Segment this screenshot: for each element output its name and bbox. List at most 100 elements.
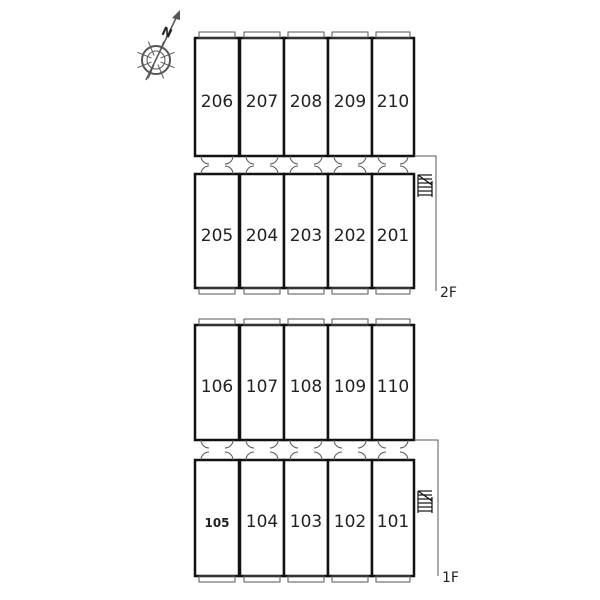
unit-number: 105 xyxy=(204,516,229,530)
balcony xyxy=(198,575,236,583)
stair-enclosure xyxy=(414,439,439,576)
door-swing xyxy=(224,439,234,449)
unit-number: 208 xyxy=(290,92,322,112)
balcony xyxy=(198,318,236,326)
balcony xyxy=(375,287,411,295)
door-swing xyxy=(357,165,367,175)
balcony xyxy=(331,575,369,583)
door-swing xyxy=(245,155,255,165)
door-swing xyxy=(289,451,299,461)
door-swing xyxy=(313,439,323,449)
door-swing xyxy=(245,451,255,461)
unit-201: 201 xyxy=(370,165,416,295)
unit-105: 105 xyxy=(193,451,241,583)
compass-axis xyxy=(145,13,179,81)
balcony xyxy=(198,287,236,295)
unit-outline xyxy=(370,36,416,158)
unit-outline xyxy=(370,172,416,290)
unit-outline xyxy=(282,323,330,442)
unit-outline xyxy=(326,36,374,158)
unit-203: 203 xyxy=(282,165,330,295)
unit-number: 108 xyxy=(290,377,322,397)
unit-107: 107 xyxy=(238,318,286,449)
compass-spoke xyxy=(160,51,175,59)
unit-206: 206 xyxy=(193,31,241,165)
door-swing xyxy=(200,155,210,165)
unit-number: 104 xyxy=(246,512,278,532)
balcony xyxy=(375,318,411,326)
door-swing xyxy=(333,451,343,461)
balcony xyxy=(287,31,325,39)
floor-label-1f: 1F xyxy=(442,570,459,586)
balcony xyxy=(331,287,369,295)
door-swing xyxy=(289,439,299,449)
unit-number: 210 xyxy=(377,92,409,112)
door-swing xyxy=(377,439,387,449)
unit-205: 205 xyxy=(193,165,241,295)
compass-inner-ring xyxy=(146,50,166,70)
unit-number: 103 xyxy=(290,512,322,532)
door-swing xyxy=(377,451,387,461)
floor-label-2f: 2F xyxy=(440,285,457,301)
balcony xyxy=(375,575,411,583)
compass-spoke xyxy=(160,61,175,69)
unit-204: 204 xyxy=(238,165,286,295)
unit-number: 110 xyxy=(377,377,409,397)
door-swing xyxy=(399,451,409,461)
unit-outline xyxy=(326,458,374,578)
door-swing xyxy=(313,155,323,165)
door-swing xyxy=(269,155,279,165)
unit-207: 207 xyxy=(238,31,286,165)
compass-ring xyxy=(141,45,171,75)
unit-outline xyxy=(193,323,241,442)
balcony xyxy=(243,318,281,326)
door-swing xyxy=(200,439,210,449)
unit-number: 102 xyxy=(334,512,366,532)
door-swing xyxy=(289,155,299,165)
unit-outline xyxy=(370,323,416,442)
door-swing xyxy=(224,451,234,461)
unit-number: 109 xyxy=(334,377,366,397)
door-swing xyxy=(269,451,279,461)
door-swing xyxy=(313,451,323,461)
unit-103: 103 xyxy=(282,451,330,583)
door-swing xyxy=(399,155,409,165)
compass-spoke xyxy=(157,64,165,79)
balcony xyxy=(375,31,411,39)
balcony xyxy=(243,287,281,295)
door-swing xyxy=(200,451,210,461)
compass-north-label: N xyxy=(159,24,174,41)
unit-number: 207 xyxy=(246,92,278,112)
stair-stringer xyxy=(417,490,433,502)
balcony xyxy=(287,287,325,295)
unit-110: 110 xyxy=(370,318,416,449)
balcony xyxy=(287,575,325,583)
balcony xyxy=(243,31,281,39)
unit-number: 106 xyxy=(201,377,233,397)
stairs-icon xyxy=(414,439,439,576)
compass-icon: N xyxy=(137,10,180,81)
door-swing xyxy=(399,439,409,449)
unit-outline xyxy=(326,323,374,442)
door-swing xyxy=(224,165,234,175)
stair-enclosure xyxy=(414,155,437,291)
door-swing xyxy=(289,165,299,175)
compass-spoke xyxy=(137,61,152,69)
door-swing xyxy=(399,165,409,175)
unit-outline xyxy=(282,172,330,290)
door-swing xyxy=(357,439,367,449)
unit-number: 101 xyxy=(377,512,409,532)
unit-108: 108 xyxy=(282,318,330,449)
door-swing xyxy=(269,165,279,175)
unit-number: 206 xyxy=(201,92,233,112)
unit-202: 202 xyxy=(326,165,374,295)
door-swing xyxy=(377,165,387,175)
door-swing xyxy=(224,155,234,165)
door-swing xyxy=(245,165,255,175)
unit-104: 104 xyxy=(238,451,286,583)
unit-109: 109 xyxy=(326,318,374,449)
unit-102: 102 xyxy=(326,451,374,583)
door-swing xyxy=(333,439,343,449)
